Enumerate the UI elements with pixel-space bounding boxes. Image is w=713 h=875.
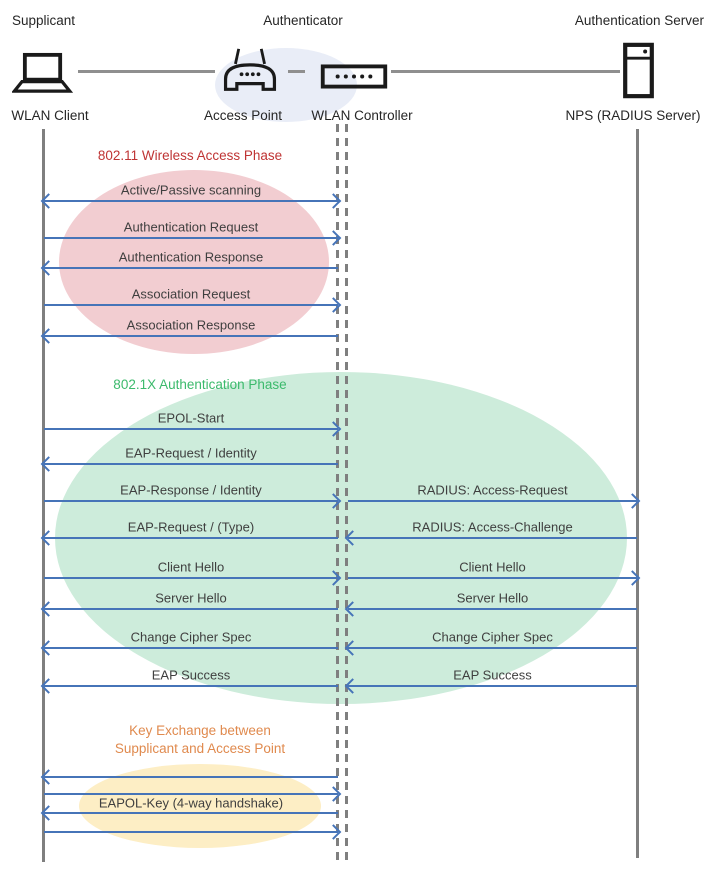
message-label: Server Hello (155, 590, 227, 606)
controller-lifeline-dashed (345, 124, 348, 860)
connector-dash (288, 70, 305, 73)
message-arrow (40, 601, 338, 617)
message-label: EAP-Response / Identity (120, 482, 262, 498)
role-authentication-server: Authentication Server (574, 13, 704, 28)
message-arrow (40, 456, 338, 472)
message-arrow (348, 570, 641, 586)
message-label: Association Response (126, 317, 256, 333)
message-label: Association Request (131, 286, 251, 302)
message-label: EAP-Request / Identity (125, 445, 257, 461)
message-arrow (344, 678, 637, 694)
message-label: Client Hello (459, 559, 526, 575)
message-label: Server Hello (456, 590, 529, 606)
message-label: RADIUS: Access-Request (417, 482, 568, 498)
laptop-icon (12, 52, 74, 94)
device-label-nps-radius-server: NPS (RADIUS Server) (565, 108, 701, 123)
role-supplicant: Supplicant (12, 13, 76, 28)
server-lifeline (636, 129, 639, 858)
message-label: Change Cipher Spec (432, 629, 553, 645)
role-authenticator: Authenticator (263, 13, 343, 28)
message-arrow (44, 786, 342, 802)
message-label: Change Cipher Spec (130, 629, 252, 645)
message-label: EAP Success (453, 667, 532, 683)
supplicant-lifeline (42, 129, 45, 862)
phase-title-line: 802.1X Authentication Phase (113, 377, 287, 392)
message-arrow (40, 193, 342, 209)
access-point-icon (219, 47, 281, 94)
message-arrow (44, 230, 342, 246)
message-label: Client Hello (157, 559, 225, 575)
wlan-controller-icon (320, 64, 388, 89)
phase1-title: 802.11 Wireless Access Phase (98, 147, 282, 165)
phase2-title: 802.1X Authentication Phase (113, 376, 286, 394)
message-arrow (40, 260, 338, 276)
phase-title-line: Key Exchange between (129, 723, 271, 738)
device-label-wlan-client: WLAN Client (11, 108, 89, 123)
message-arrow (44, 297, 342, 313)
message-arrow (344, 601, 637, 617)
phase-title-line: 802.11 Wireless Access Phase (97, 148, 283, 163)
message-arrow (44, 493, 342, 509)
message-label: RADIUS: Access-Challenge (412, 519, 573, 535)
message-arrow (44, 570, 342, 586)
message-arrow (44, 421, 342, 437)
message-arrow (40, 769, 338, 785)
message-arrow (348, 493, 641, 509)
connector-line (78, 70, 215, 73)
message-arrow (40, 328, 338, 344)
message-arrow (40, 805, 338, 821)
message-arrow (344, 530, 637, 546)
message-arrow (40, 640, 338, 656)
message-label: EAPOL-Key (4-way handshake) (98, 795, 284, 811)
connector-line (391, 70, 620, 73)
message-label: Authentication Response (118, 249, 264, 265)
device-label-wlan-controller: WLAN Controller (311, 108, 413, 123)
message-label: EPOL-Start (157, 410, 225, 426)
phase-title-line: Supplicant and Access Point (114, 741, 286, 756)
message-arrow (344, 640, 637, 656)
message-label: EAP Success (151, 667, 231, 683)
device-label-access-point: Access Point (203, 108, 283, 123)
controller-lifeline-dashed (336, 124, 339, 860)
message-arrow (44, 824, 342, 840)
message-arrow (40, 530, 338, 546)
message-arrow (40, 678, 338, 694)
message-label: Active/Passive scanning (120, 182, 262, 198)
message-label: EAP-Request / (Type) (127, 519, 255, 535)
message-label: Authentication Request (123, 219, 259, 235)
server-icon (622, 42, 655, 99)
